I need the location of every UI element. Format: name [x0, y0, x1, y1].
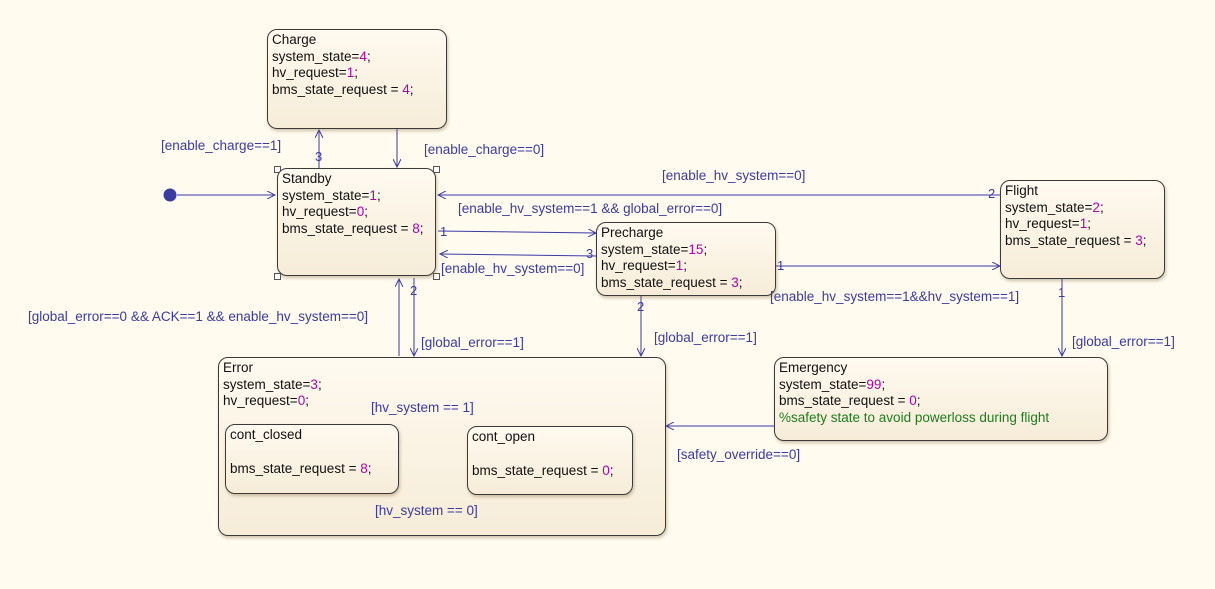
state-action: bms_state_request = 0;	[472, 462, 614, 478]
label-reset-condition[interactable]: [global_error==0 && ACK==1 && enable_hv_…	[28, 309, 368, 324]
priority-precharge-standby: 3	[586, 246, 594, 261]
state-charge[interactable]: Charge system_state=4; hv_request=1; bms…	[267, 29, 447, 129]
state-action: bms_state_request = 4;	[272, 81, 414, 97]
label-hv-system-1[interactable]: [hv_system == 1]	[371, 400, 474, 415]
priority-precharge-error: 2	[637, 299, 645, 314]
priority-precharge-flight: 1	[777, 258, 785, 273]
state-title: Standby	[282, 171, 332, 186]
priority-flight-emergency: 1	[1058, 285, 1066, 300]
priority-charge-up: 3	[315, 149, 323, 164]
label-enable-hv-0-mid[interactable]: [enable_hv_system==0]	[441, 261, 585, 276]
state-action: bms_state_request = 0;	[779, 393, 921, 408]
label-enable-charge-0[interactable]: [enable_charge==0]	[424, 142, 545, 157]
priority-flight-standby: 2	[988, 186, 996, 201]
default-transition-junction[interactable]	[163, 188, 177, 202]
state-action: system_state=2;	[1005, 199, 1104, 215]
state-comment: %safety state to avoid powerloss during …	[779, 409, 1050, 425]
state-title: Emergency	[779, 360, 848, 375]
transition-standby-to-precharge[interactable]	[437, 231, 596, 233]
label-enable-hv-0-top[interactable]: [enable_hv_system==0]	[662, 168, 806, 183]
label-global-error-precharge[interactable]: [global_error==1]	[654, 330, 757, 345]
state-action: system_state=3;	[223, 376, 322, 392]
label-hv-system-0[interactable]: [hv_system == 0]	[375, 503, 478, 518]
transition-precharge-to-standby[interactable]	[440, 254, 597, 256]
label-enable-charge-1[interactable]: [enable_charge==1]	[161, 138, 282, 153]
priority-standby-error: 2	[410, 283, 418, 298]
state-action: bms_state_request = 8;	[282, 220, 424, 236]
state-action: hv_request=1;	[601, 258, 687, 273]
state-action: system_state=15;	[601, 241, 708, 257]
state-emergency[interactable]: Emergency system_state=99; bms_state_req…	[774, 357, 1108, 441]
state-standby[interactable]: Standby system_state=1; hv_request=0; bm…	[277, 168, 436, 276]
label-hv-and-hv-system[interactable]: [enable_hv_system==1&&hv_system==1]	[770, 289, 1020, 304]
state-action: system_state=4;	[272, 48, 371, 64]
label-global-error-flight[interactable]: [global_error==1]	[1072, 334, 1175, 349]
state-cont-open[interactable]: cont_open bms_state_request = 0;	[467, 426, 633, 495]
state-action: bms_state_request = 8;	[230, 460, 372, 476]
state-action: hv_request=0;	[282, 204, 368, 219]
state-title: Charge	[272, 32, 317, 47]
state-title: Flight	[1005, 183, 1039, 198]
state-action: system_state=99;	[779, 376, 886, 392]
label-safety-override[interactable]: [safety_override==0]	[677, 447, 801, 462]
state-action: bms_state_request = 3;	[601, 274, 743, 290]
state-action: hv_request=0;	[223, 393, 309, 408]
standby-handle-bl[interactable]	[274, 273, 281, 280]
label-hv-and-no-error[interactable]: [enable_hv_system==1 && global_error==0]	[458, 201, 723, 216]
state-title: cont_closed	[230, 427, 303, 442]
standby-handle-br[interactable]	[433, 273, 440, 280]
label-global-error-standby[interactable]: [global_error==1]	[421, 335, 524, 350]
state-flight[interactable]: Flight system_state=2; hv_request=1; bms…	[1000, 180, 1165, 279]
state-action: bms_state_request = 3;	[1005, 232, 1147, 248]
state-title: Precharge	[601, 225, 664, 240]
priority-standby-precharge: 1	[440, 224, 448, 239]
state-action: hv_request=1;	[1005, 216, 1091, 231]
state-action: hv_request=1;	[272, 65, 358, 80]
state-title: Error	[223, 360, 253, 375]
standby-handle-tr[interactable]	[433, 166, 440, 173]
state-title: cont_open	[472, 429, 536, 444]
state-cont-closed[interactable]: cont_closed bms_state_request = 8;	[225, 424, 399, 494]
state-action: system_state=1;	[282, 187, 381, 203]
state-precharge[interactable]: Precharge system_state=15; hv_request=1;…	[596, 222, 776, 296]
